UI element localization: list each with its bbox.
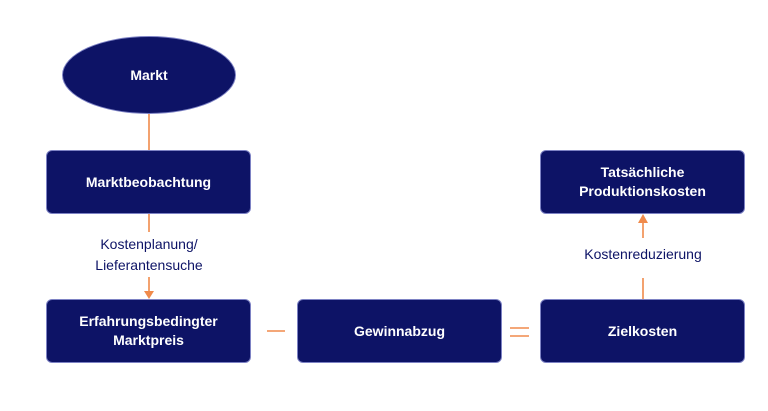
arrowhead-up xyxy=(638,214,648,223)
edge-label-kostenreduzierung-text: Kostenreduzierung xyxy=(584,246,702,262)
node-tatsaechlich-line1: Tatsächliche xyxy=(600,164,685,180)
node-gewinnabzug-label: Gewinnabzug xyxy=(354,322,445,339)
edge-label-kostenplanung-line1: Kostenplanung/ xyxy=(100,236,198,252)
node-gewinnabzug: Gewinnabzug xyxy=(297,299,502,363)
node-erfahrungspreis: Erfahrungsbedingter Marktpreis xyxy=(46,299,251,363)
node-erfahrungspreis-line2: Marktpreis xyxy=(113,332,184,348)
arrowhead-down xyxy=(144,291,154,299)
node-erfahrungspreis-line1: Erfahrungsbedingter xyxy=(79,313,218,329)
edge-label-kostenplanung: Kostenplanung/ Lieferantensuche xyxy=(69,234,229,276)
node-marktbeobachtung: Marktbeobachtung xyxy=(46,150,251,214)
node-marktbeobachtung-label: Marktbeobachtung xyxy=(85,173,212,190)
node-markt-label: Markt xyxy=(130,66,168,83)
edge-label-kostenreduzierung: Kostenreduzierung xyxy=(563,244,723,265)
node-zielkosten: Zielkosten xyxy=(540,299,745,363)
node-tatsaechlich-line2: Produktionskosten xyxy=(579,183,706,199)
node-markt: Markt xyxy=(62,36,236,114)
edge-label-kostenplanung-line2: Lieferantensuche xyxy=(95,257,203,273)
node-zielkosten-label: Zielkosten xyxy=(607,322,678,339)
node-tatsaechlich: Tatsächliche Produktionskosten xyxy=(540,150,745,214)
